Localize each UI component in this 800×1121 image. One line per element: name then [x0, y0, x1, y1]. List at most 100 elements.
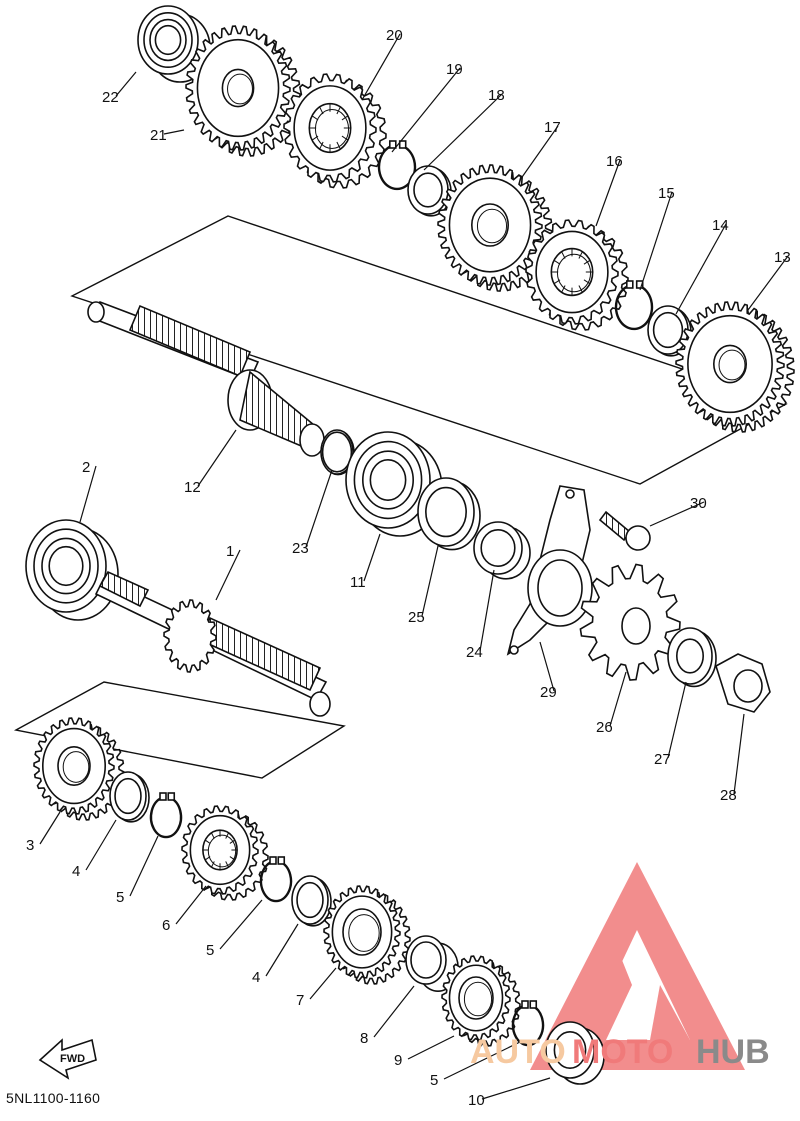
callout-22: 22 [102, 71, 137, 106]
drive-axle-1 [94, 570, 331, 717]
callout-14: 14 [675, 217, 729, 315]
circlip-5b [259, 856, 293, 903]
callout-5: 5 [430, 1041, 521, 1089]
part-number-label: 3 [26, 837, 34, 854]
washer-4b [291, 875, 332, 927]
part-number-label: 21 [150, 127, 167, 144]
washer-4a [109, 771, 150, 823]
bearing-22 [137, 5, 211, 83]
watermark-part3: HUB [696, 1033, 770, 1071]
part-number-label: 9 [394, 1052, 402, 1069]
callout-10: 10 [468, 1077, 551, 1109]
o-ring-23 [320, 429, 355, 476]
callout-8: 8 [360, 985, 415, 1047]
part-number-label: 18 [488, 87, 505, 104]
part-number-label: 12 [184, 479, 201, 496]
gear-9 [441, 955, 521, 1047]
main-axle-12 [87, 300, 325, 457]
gear-3 [33, 717, 125, 821]
part-number-label: 4 [252, 969, 260, 986]
part-number-label: 24 [466, 644, 483, 661]
part-number-label: 17 [544, 119, 561, 136]
circlip-5a [149, 792, 183, 839]
part-number-label: 20 [386, 27, 403, 44]
part-number-label: 5 [206, 942, 214, 959]
sprocket-26 [579, 563, 681, 681]
callout-19: 19 [391, 61, 463, 153]
driveaxle-frame [13, 681, 346, 779]
callout-5: 5 [206, 899, 263, 959]
callout-15: 15 [639, 185, 675, 291]
part-number-label: 15 [658, 185, 675, 202]
part-number-label: 5 [116, 889, 124, 906]
callout-7: 7 [296, 967, 337, 1009]
parts-layer [25, 5, 795, 1085]
gear-21 [185, 25, 301, 157]
part-number-label: 7 [296, 992, 304, 1009]
callout-26: 26 [596, 671, 627, 736]
gear-6 [181, 805, 269, 901]
part-number-label: 10 [468, 1092, 485, 1109]
callout-12: 12 [184, 429, 237, 496]
part-number-label: 8 [360, 1030, 368, 1047]
callout-29: 29 [539, 641, 557, 701]
part-number-label: 11 [350, 574, 366, 591]
part-number-label: 26 [596, 719, 613, 736]
bearing-2 [25, 519, 119, 621]
callout-11: 11 [350, 533, 381, 591]
gear-17 [437, 164, 553, 292]
circlip-5c [511, 1000, 545, 1047]
watermark-logo [530, 862, 745, 1070]
part-number-label: 22 [102, 89, 119, 106]
callout-3: 3 [26, 811, 61, 854]
callout-28: 28 [720, 713, 745, 804]
part-number-label: 19 [446, 61, 463, 78]
part-number-label: 28 [720, 787, 737, 804]
callout-16: 16 [595, 153, 623, 227]
nut-28 [715, 653, 771, 713]
callout-13: 13 [747, 249, 791, 311]
part-number-label: 16 [606, 153, 623, 170]
part-number-label: 29 [540, 684, 557, 701]
seal-25 [417, 477, 481, 551]
part-number-label: 23 [292, 540, 309, 557]
lock-washer-27 [667, 627, 717, 688]
part-number-label: 30 [690, 495, 707, 512]
watermark-text: AUTO MOTO HUB [470, 1033, 770, 1071]
callout-6: 6 [162, 885, 207, 934]
callout-4: 4 [252, 923, 299, 986]
part-number-label: 2 [82, 459, 90, 476]
part-number-label: 1 [226, 543, 234, 560]
callout-20: 20 [361, 27, 403, 101]
callout-4: 4 [72, 819, 117, 880]
callout-24: 24 [466, 569, 495, 661]
part-number-label: 25 [408, 609, 425, 626]
callout-9: 9 [394, 1035, 455, 1069]
part-number-label: 4 [72, 863, 80, 880]
callout-1: 1 [215, 543, 241, 601]
bolt-30 [598, 510, 651, 551]
washer-18 [407, 165, 452, 217]
callout-17: 17 [519, 119, 561, 181]
callout-30: 30 [649, 495, 707, 527]
gear-16 [525, 219, 629, 331]
gear-13 [675, 301, 795, 433]
circlip-19 [377, 140, 417, 191]
collar-10 [545, 1021, 605, 1085]
callout-25: 25 [408, 545, 439, 626]
callout-18: 18 [423, 87, 505, 171]
bracket-29 [506, 485, 593, 656]
part-number-label: 14 [712, 217, 729, 234]
fwd-label: FWD [60, 1053, 85, 1065]
part-number-label: 6 [162, 917, 170, 934]
callout-23: 23 [292, 469, 333, 557]
callout-21: 21 [150, 127, 185, 144]
watermark-part2: MOTO [572, 1033, 673, 1071]
callout-2: 2 [79, 459, 97, 523]
watermark-part1: AUTO [470, 1033, 566, 1071]
fwd-arrow-icon: FWD [38, 1038, 97, 1080]
bushing-8 [405, 935, 459, 993]
circlip-15 [614, 280, 654, 331]
gear-7 [323, 885, 411, 985]
